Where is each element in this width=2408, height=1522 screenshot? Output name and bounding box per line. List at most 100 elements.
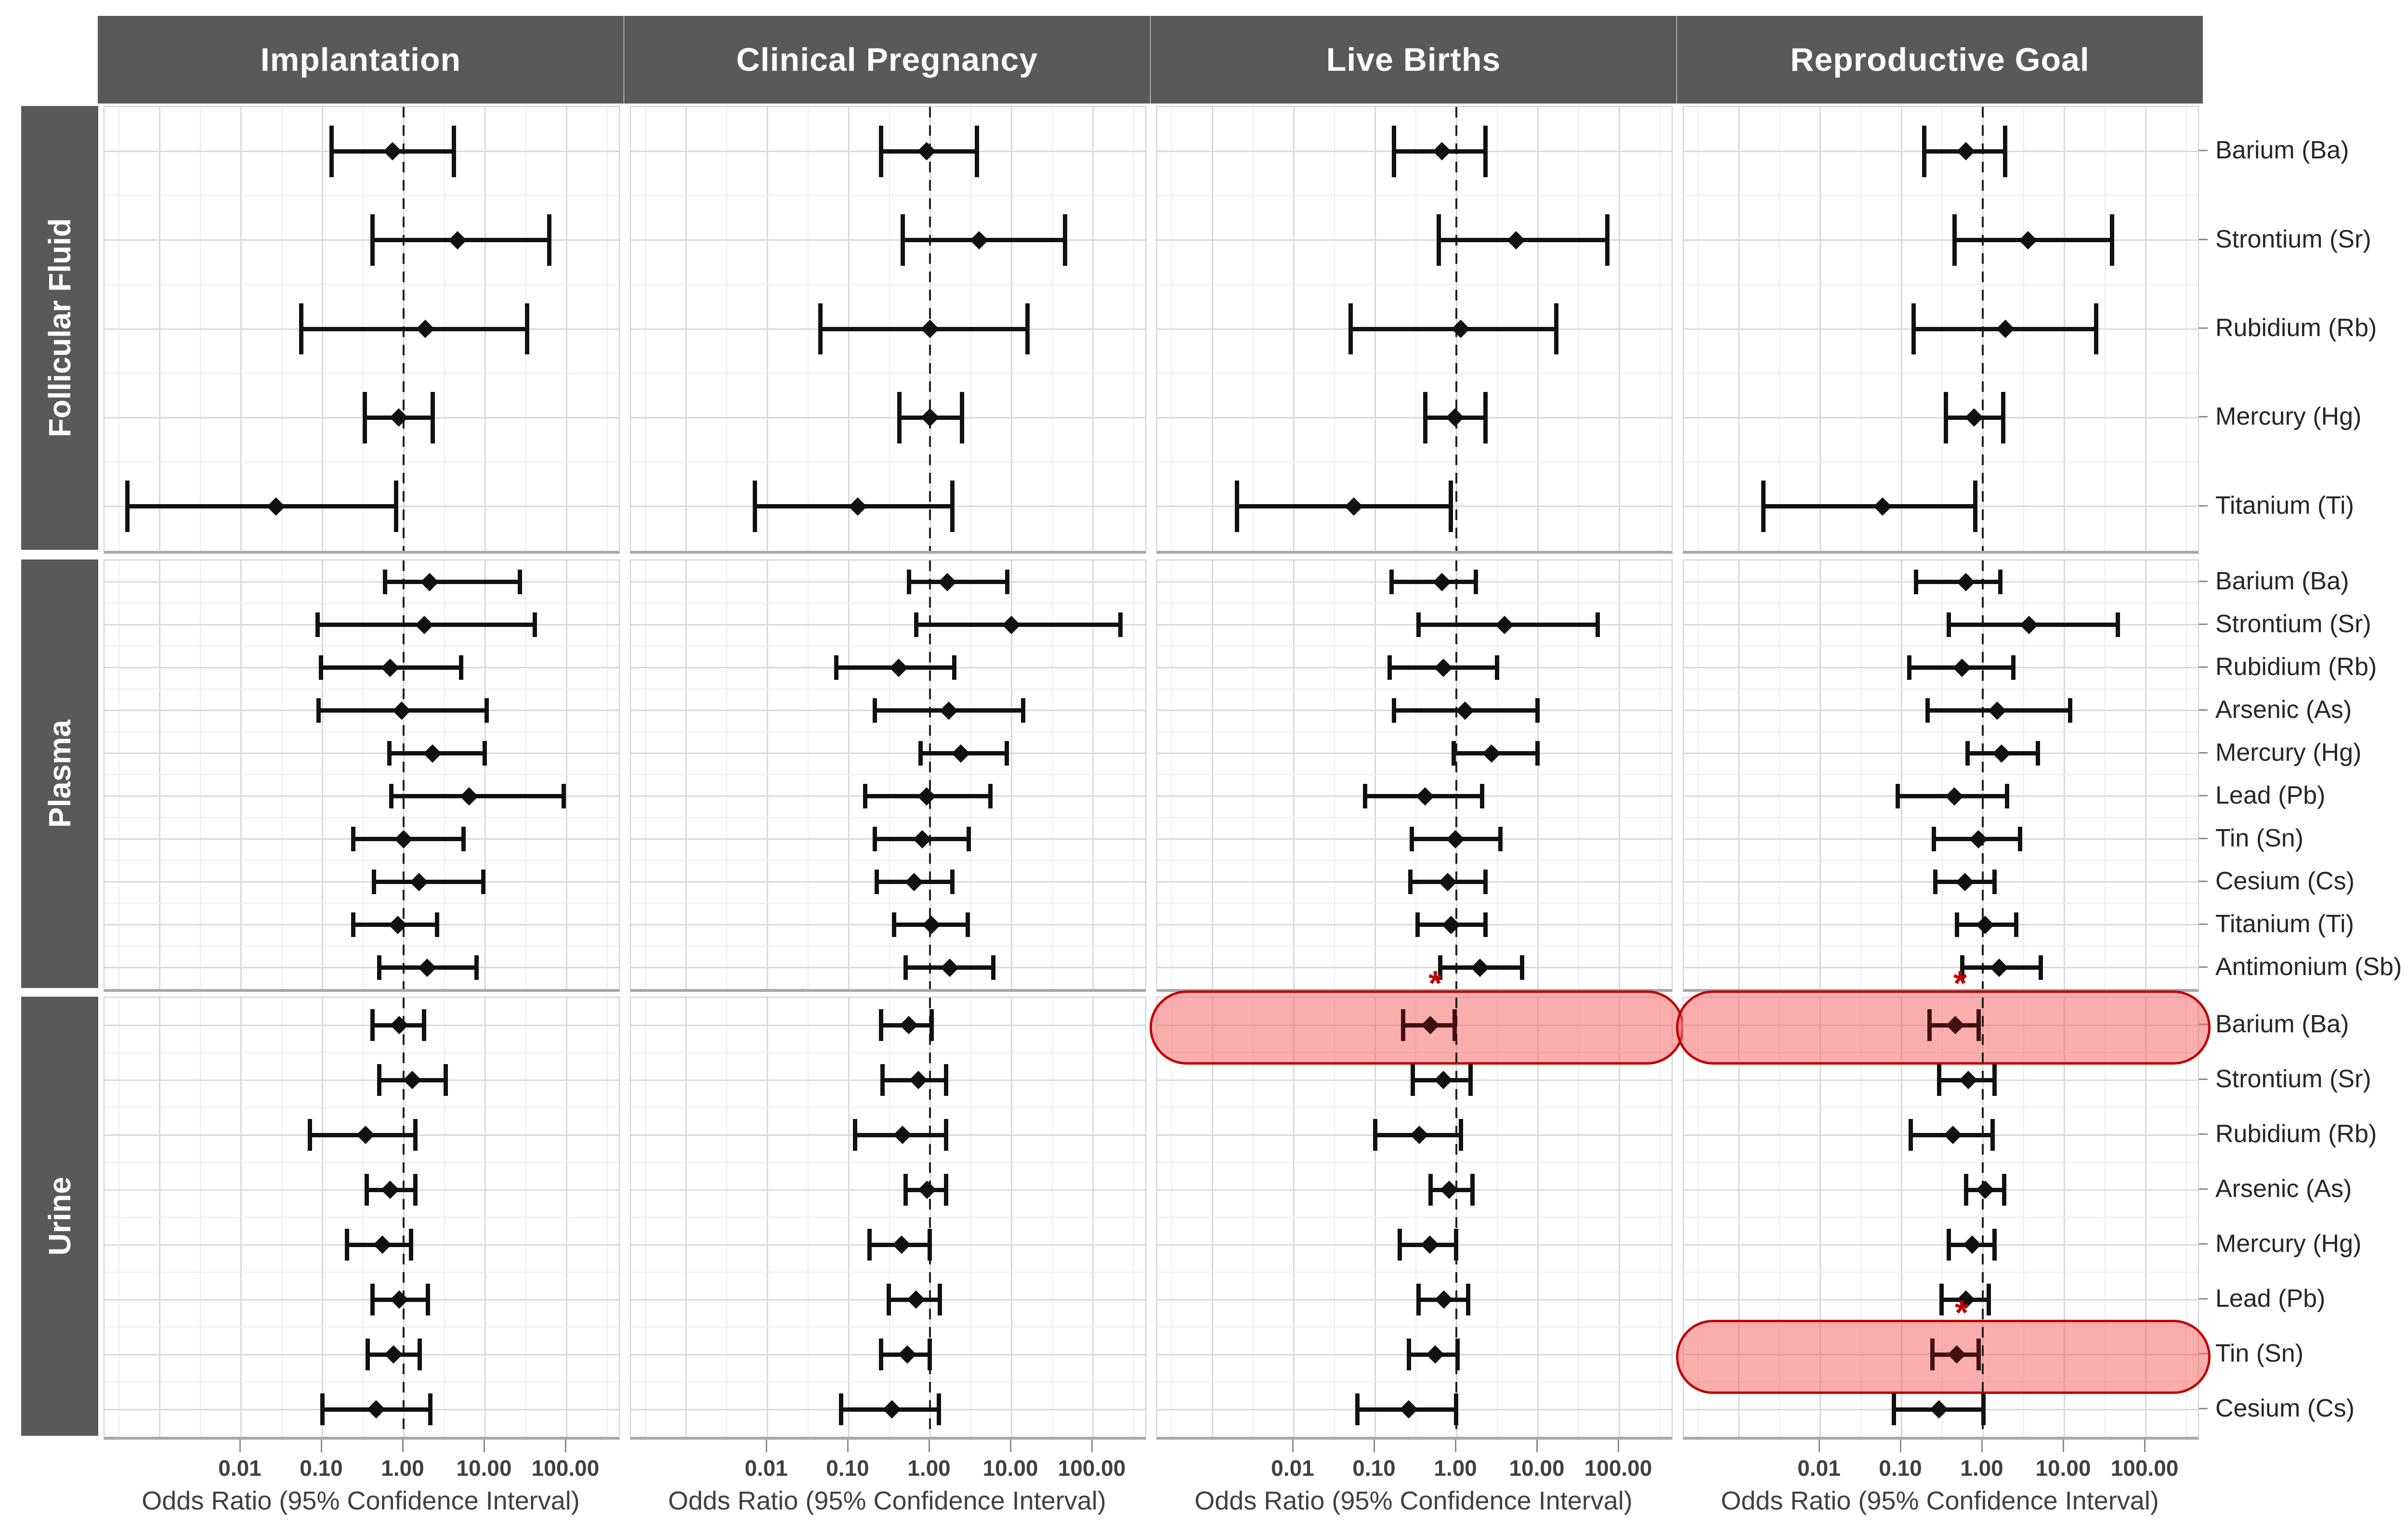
gridline-major-h	[631, 1189, 1145, 1191]
ci-cap-high	[1535, 698, 1540, 723]
gridline-major-h	[1684, 416, 2198, 418]
gridline-minor-h	[105, 774, 619, 775]
or-point	[1964, 408, 1983, 427]
gridline-minor-h	[631, 903, 1145, 904]
ci-cap-low	[1409, 826, 1414, 852]
row-label-cesium-cs: Cesium (Cs)	[2215, 867, 2355, 895]
ci-cap-low	[1387, 655, 1392, 680]
ci-cap-low	[1955, 912, 1960, 937]
or-point	[394, 830, 413, 848]
ci-cap-high	[428, 1393, 433, 1426]
gridline-minor-h	[631, 860, 1145, 861]
ci-cap-low	[1761, 481, 1766, 533]
ci-cap-low	[1391, 698, 1396, 723]
row-label-mercury-hg: Mercury (Hg)	[2215, 403, 2362, 431]
or-point	[1432, 142, 1451, 161]
or-point	[373, 1235, 392, 1254]
significance-asterisk: *	[1955, 1294, 1969, 1332]
row-tick	[2199, 327, 2208, 329]
or-point	[1506, 231, 1525, 249]
gridline-major-h	[631, 753, 1145, 754]
ci-cap-high	[944, 1173, 949, 1206]
row-tick	[2199, 666, 2208, 668]
gridline-minor-h	[1157, 646, 1672, 647]
ci-cap-low	[387, 741, 392, 766]
group-label-text: Urine	[42, 1177, 77, 1256]
gridline-minor-h	[1684, 946, 2198, 947]
or-point	[906, 1290, 925, 1309]
ci-cap-low	[1416, 612, 1421, 637]
ci-cap-low	[1907, 655, 1912, 680]
row-label-rubidium-rb: Rubidium (Rb)	[2215, 652, 2377, 681]
panel-reproductive-goal-plasma	[1683, 559, 2199, 992]
or-point	[1963, 1235, 1981, 1254]
ci-cap-low	[863, 783, 868, 809]
or-point	[448, 231, 467, 249]
gridline-major-h	[631, 624, 1145, 625]
gridline-minor-h	[1157, 373, 1672, 374]
gridline-minor-h	[1684, 1162, 2198, 1163]
ci-bar	[127, 504, 396, 509]
gridline-minor-h	[1684, 284, 2198, 285]
ci-cap-high	[1118, 612, 1123, 637]
ci-cap-high	[1992, 1228, 1997, 1261]
gridline-minor-h	[105, 1107, 619, 1108]
ci-cap-low	[879, 125, 884, 177]
or-point	[460, 787, 479, 806]
ci-cap-low	[1397, 1228, 1402, 1261]
gridline-major-h	[105, 239, 619, 241]
gridline-minor-h	[105, 731, 619, 732]
ci-cap-low	[1960, 955, 1965, 980]
or-point	[1976, 915, 1995, 934]
gridline-minor-h	[1684, 860, 2198, 861]
ci-cap-high	[1454, 1393, 1458, 1426]
or-point	[356, 1125, 375, 1145]
or-point	[1456, 701, 1475, 720]
gridline-major-h	[1157, 416, 1672, 418]
or-point	[900, 1015, 918, 1035]
ci-cap-low	[1946, 1228, 1951, 1261]
significant-highlight	[1676, 990, 2211, 1065]
or-point	[383, 142, 402, 161]
ci-cap-high	[1466, 1283, 1470, 1316]
ci-cap-high	[928, 1228, 932, 1261]
ci-bar	[374, 880, 484, 884]
ci-cap-low	[1438, 955, 1443, 980]
ci-cap-high	[409, 1228, 414, 1261]
ci-cap-low	[1933, 869, 1938, 895]
x-tick-label: 0.01	[745, 1456, 788, 1481]
row-label-strontium-sr: Strontium (Sr)	[2215, 1065, 2371, 1093]
ci-cap-low	[389, 783, 393, 809]
gridline-minor-h	[1157, 946, 1672, 947]
ci-cap-low	[903, 955, 908, 980]
x-tick-label: 10.00	[1509, 1456, 1565, 1481]
panel-header-reproductive-goal: Reproductive Goal	[1677, 16, 2203, 104]
group-label-plasma: Plasma	[21, 559, 98, 988]
row-tick	[2199, 580, 2208, 582]
gridline-minor-h	[105, 1217, 619, 1218]
or-point	[1495, 615, 1514, 634]
or-point	[1930, 1400, 1949, 1419]
gridline-major-h	[1684, 624, 2198, 625]
or-point	[410, 872, 429, 891]
gridline-minor-h	[631, 1052, 1145, 1053]
ci-cap-high	[2003, 125, 2008, 177]
ci-cap-high	[2036, 741, 2041, 766]
gridline-major-h	[1157, 1299, 1672, 1301]
ci-cap-low	[1946, 612, 1951, 637]
ci-cap-low	[1355, 1393, 1360, 1426]
x-tick-mark	[483, 1440, 485, 1452]
ci-cap-low	[834, 655, 838, 680]
x-tick-mark	[1091, 1440, 1093, 1452]
reference-line-or-1	[403, 998, 405, 1437]
ci-cap-low	[319, 655, 323, 680]
ci-cap-low	[125, 481, 130, 533]
reference-line-or-1	[1455, 560, 1457, 989]
or-point	[366, 1400, 386, 1419]
ci-cap-low	[892, 912, 896, 937]
ci-cap-low	[1930, 1338, 1935, 1371]
x-tick-label: 10.00	[2035, 1456, 2091, 1481]
x-tick-mark	[1454, 1440, 1456, 1452]
gridline-major-h	[105, 416, 619, 418]
ci-cap-high	[1470, 1173, 1475, 1206]
